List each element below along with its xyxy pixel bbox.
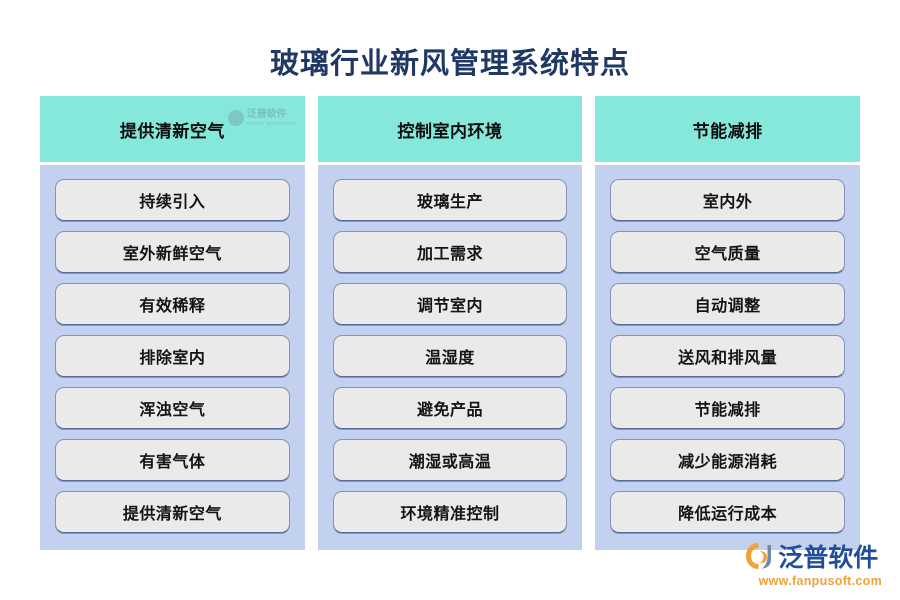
watermark-name: 泛普软件 (246, 109, 287, 120)
list-item-label: 节能减排 (694, 402, 761, 419)
list-item-label: 减少能源消耗 (678, 454, 778, 471)
list-item-label: 空气质量 (694, 246, 761, 263)
list-item-label: 降低运行成本 (678, 506, 778, 523)
list-item-label: 有效稀释 (139, 298, 206, 315)
column-provide-fresh-air: 提供清新空气 泛普软件 FANPU SOFTWARE 持续引入 室外新鲜空气 有… (40, 96, 305, 550)
list-item[interactable]: 温湿度 (332, 335, 568, 377)
list-item[interactable]: 降低运行成本 (610, 491, 846, 533)
list-item-label: 环境精准控制 (400, 506, 500, 523)
list-item-label: 室内外 (702, 194, 753, 211)
column-body-3: 室内外 空气质量 自动调整 送风和排风量 节能减排 减少能源消耗 降低运行成本 (595, 165, 861, 550)
column-header-label-2: 控制室内环境 (397, 121, 503, 141)
list-item[interactable]: 潮湿或高温 (332, 439, 568, 481)
list-item-label: 送风和排风量 (678, 350, 778, 367)
list-item[interactable]: 浑浊空气 (55, 387, 290, 429)
column-body-2: 玻璃生产 加工需求 调节室内 温湿度 避免产品 潮湿或高温 环境精准控制 (317, 165, 583, 550)
list-item-label: 自动调整 (694, 298, 761, 315)
list-item-label: 持续引入 (139, 194, 206, 211)
list-item[interactable]: 自动调整 (610, 283, 846, 325)
watermark-subtitle: FANPU SOFTWARE (246, 121, 297, 126)
list-item[interactable]: 送风和排风量 (610, 335, 846, 377)
list-item[interactable]: 提供清新空气 (55, 491, 290, 533)
list-item-label: 室外新鲜空气 (122, 246, 222, 263)
list-item-label: 加工需求 (417, 246, 484, 263)
fanpu-logo-icon (227, 110, 244, 127)
list-item-label: 潮湿或高温 (408, 454, 492, 471)
columns-container: 提供清新空气 泛普软件 FANPU SOFTWARE 持续引入 室外新鲜空气 有… (40, 96, 861, 550)
list-item-label: 避免产品 (417, 402, 484, 419)
list-item-label: 玻璃生产 (417, 194, 484, 211)
column-energy-saving: 节能减排 室内外 空气质量 自动调整 送风和排风量 节能减排 减少能源消耗 降低… (595, 96, 861, 550)
column-header-2: 控制室内环境 (317, 96, 583, 162)
list-item[interactable]: 排除室内 (55, 335, 290, 377)
brand-logo: 泛普软件 www.fanpusoft.com (741, 538, 882, 588)
list-item[interactable]: 节能减排 (610, 387, 846, 429)
watermark-logo: 泛普软件 FANPU SOFTWARE (227, 110, 297, 127)
list-item-label: 提供清新空气 (122, 506, 222, 523)
column-header-3: 节能减排 (595, 96, 861, 162)
column-header-label-1: 提供清新空气 (119, 121, 225, 141)
list-item[interactable]: 加工需求 (332, 231, 568, 273)
brand-url: www.fanpusoft.com (758, 574, 882, 588)
column-control-indoor-environment: 控制室内环境 玻璃生产 加工需求 调节室内 温湿度 避免产品 潮湿或高温 环境精… (317, 96, 583, 550)
list-item-label: 有害气体 (139, 454, 206, 471)
list-item-label: 调节室内 (417, 298, 484, 315)
list-item-label: 浑浊空气 (139, 402, 206, 419)
list-item-label: 温湿度 (425, 350, 475, 367)
brand-row: 泛普软件 (744, 538, 878, 574)
list-item[interactable]: 室内外 (610, 179, 846, 221)
list-item[interactable]: 持续引入 (55, 179, 290, 221)
list-item-label: 排除室内 (139, 350, 206, 367)
column-body-1: 持续引入 室外新鲜空气 有效稀释 排除室内 浑浊空气 有害气体 提供清新空气 (40, 165, 305, 550)
list-item[interactable]: 有效稀释 (55, 283, 290, 325)
list-item[interactable]: 空气质量 (610, 231, 846, 273)
list-item[interactable]: 环境精准控制 (332, 491, 568, 533)
list-item[interactable]: 调节室内 (332, 283, 568, 325)
list-item[interactable]: 室外新鲜空气 (55, 231, 290, 273)
list-item[interactable]: 减少能源消耗 (610, 439, 846, 481)
page-title: 玻璃行业新风管理系统特点 (269, 48, 630, 80)
list-item[interactable]: 避免产品 (332, 387, 568, 429)
list-item[interactable]: 有害气体 (55, 439, 290, 481)
brand-name: 泛普软件 (778, 544, 879, 572)
list-item[interactable]: 玻璃生产 (332, 179, 568, 221)
column-header-1: 提供清新空气 泛普软件 FANPU SOFTWARE (40, 96, 305, 162)
column-header-label-3: 节能减排 (692, 121, 763, 141)
fanpu-logo-icon (744, 541, 774, 571)
watermark-text: 泛普软件 FANPU SOFTWARE (247, 110, 297, 127)
